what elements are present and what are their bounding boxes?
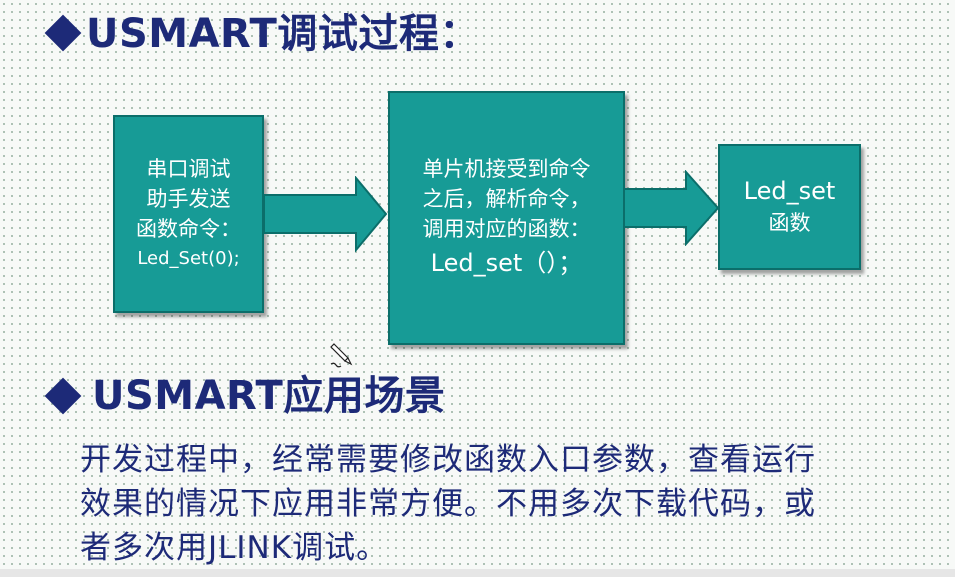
section-title-debug-process: USMART调试过程：: [86, 11, 480, 57]
paragraph-line-1: 开发过程中，经常需要修改函数入口参数，查看运行: [80, 442, 816, 478]
paragraph-line-3: 者多次用JLINK调试。: [80, 530, 389, 566]
flow-box-mcu-parse-line-4: Led_set（）；: [430, 249, 583, 277]
flow-arrow-1: [264, 176, 388, 252]
diamond-bullet-icon: [44, 14, 82, 52]
flow-box-serial-assistant-line-4: Led_Set(0);: [137, 248, 240, 269]
flow-box-mcu-parse-line-1: 单片机接受到命令: [422, 157, 591, 181]
pen-cursor-icon: [330, 343, 353, 368]
flow-box-serial-assistant: 串口调试 助手发送 函数命令： Led_Set(0);: [113, 115, 264, 313]
paragraph-line-2: 效果的情况下应用非常方便。不用多次下载代码，或: [80, 486, 816, 522]
flow-box-serial-assistant-line-3: 函数命令：: [136, 217, 241, 241]
flow-box-mcu-parse: 单片机接受到命令 之后，解析命令， 调用对应的函数： Led_set（）；: [388, 91, 625, 345]
flow-box-serial-assistant-line-2: 助手发送: [146, 187, 231, 211]
flow-box-led-set-function: Led_set 函数: [718, 144, 861, 270]
flow-arrow-2: [624, 170, 720, 246]
diamond-bullet-icon: [44, 377, 82, 415]
flow-box-serial-assistant-line-1: 串口调试: [146, 157, 231, 181]
flow-box-led-set-line-2: 函数: [768, 211, 811, 235]
flow-box-mcu-parse-line-3: 调用对应的函数：: [422, 217, 591, 241]
bottom-bar: [0, 569, 955, 577]
section-title-application-scenario: USMART应用场景: [92, 373, 446, 419]
application-scenario-paragraph: 开发过程中，经常需要修改函数入口参数，查看运行 效果的情况下应用非常方便。不用多…: [80, 438, 910, 570]
flow-box-led-set-line-1: Led_set: [743, 177, 836, 205]
flow-box-mcu-parse-line-2: 之后，解析命令，: [422, 187, 591, 211]
